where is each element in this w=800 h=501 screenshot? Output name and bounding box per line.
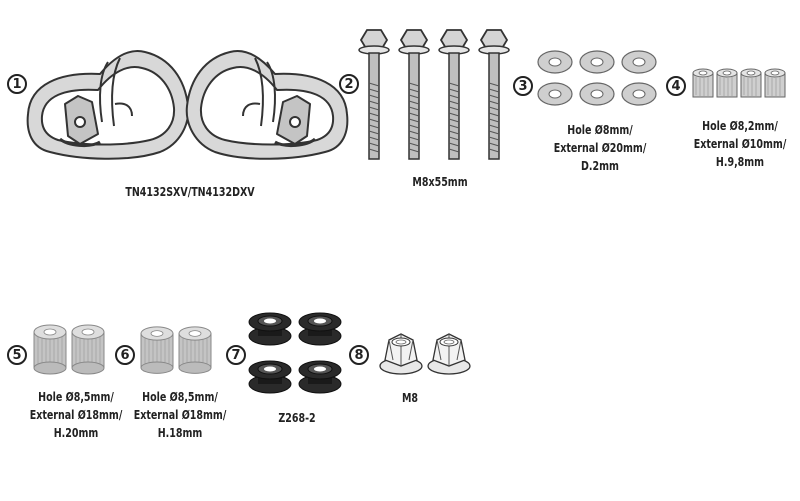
part-3-line-1: Hole Ø8mm/ <box>567 123 633 137</box>
part-4-line-3: H.9,8mm <box>715 155 765 169</box>
part-6-line-1: Hole Ø8,5mm/ <box>142 390 218 404</box>
spacers-18mm-drawing <box>140 326 212 374</box>
part-number-5: 5 <box>7 345 27 365</box>
bracket-right-drawing <box>185 50 349 160</box>
part-4-line-1: Hole Ø8,2mm/ <box>702 119 778 133</box>
part-5-line-2: External Ø18mm/ <box>29 408 123 422</box>
part-4-label: Hole Ø8,2mm/ External Ø10mm/ H.9,8mm <box>687 117 793 171</box>
part-7-line-1: Z268-2 <box>278 411 316 425</box>
part-3-line-2: External Ø20mm/ <box>553 141 647 155</box>
part-number-7: 7 <box>226 345 246 365</box>
part-8-label: M8 <box>388 389 432 407</box>
brackets-label: TN4132SXV/TN4132DXV <box>125 185 255 199</box>
part-6-line-3: H.18mm <box>157 426 203 440</box>
bolts-label: M8x55mm <box>412 175 468 189</box>
bolt-2 <box>398 29 430 160</box>
part-5-label: Hole Ø8,5mm/ External Ø18mm/ H.20mm <box>23 388 129 442</box>
part-4-line-2: External Ø10mm/ <box>693 137 787 151</box>
washers-drawing <box>537 50 657 106</box>
part-number-8: 8 <box>349 345 369 365</box>
rubber-grommets-drawing <box>248 312 342 394</box>
small-spacers-drawing <box>692 68 786 98</box>
bolt-1 <box>358 29 390 160</box>
part-5-line-1: Hole Ø8,5mm/ <box>38 390 114 404</box>
part-number-4: 4 <box>666 76 686 96</box>
part-number-3: 3 <box>513 76 533 96</box>
spacers-20mm-drawing <box>33 324 105 375</box>
part-number-6: 6 <box>115 345 135 365</box>
part-6-line-2: External Ø18mm/ <box>133 408 227 422</box>
part-6-label: Hole Ø8,5mm/ External Ø18mm/ H.18mm <box>127 388 233 442</box>
bracket-left-drawing <box>26 50 190 160</box>
part-3-line-3: D.2mm <box>581 159 619 173</box>
part-5-line-3: H.20mm <box>53 426 99 440</box>
part-number-1: 1 <box>7 74 27 94</box>
bolt-3 <box>438 29 470 160</box>
bolts-drawing <box>358 29 510 160</box>
bolt-4 <box>478 29 510 160</box>
part-7-label: Z268-2 <box>253 409 341 427</box>
part-3-label: Hole Ø8mm/ External Ø20mm/ D.2mm <box>547 121 653 175</box>
part-number-2: 2 <box>339 74 359 94</box>
part-8-line-1: M8 <box>401 391 419 405</box>
flange-nuts-drawing <box>379 333 471 375</box>
